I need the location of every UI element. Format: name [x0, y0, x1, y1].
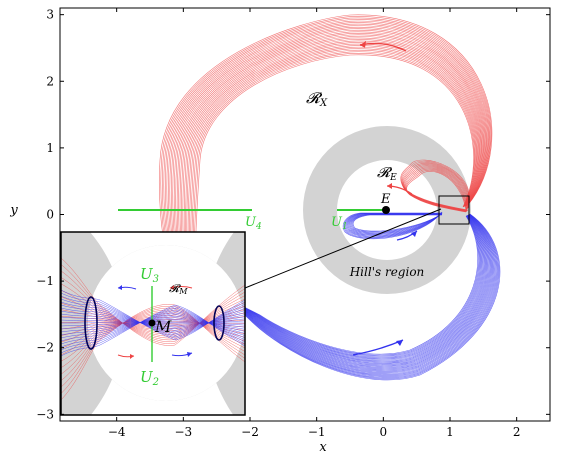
red-tube-curve [176, 33, 484, 271]
x-axis-label: x [319, 440, 327, 455]
inset-arrow-4-head [187, 352, 192, 357]
label-u4: U4 [245, 215, 262, 232]
red-tube-curve [168, 23, 488, 271]
red-tube-curve [190, 48, 477, 271]
moon-marker [148, 319, 156, 327]
red-tube-curve [187, 45, 478, 271]
inset: U3 U2 𝓡M M [60, 231, 246, 416]
red-tube-curve [181, 37, 482, 271]
y-tick-label: −2 [36, 341, 54, 355]
blue-manifold-tube [219, 211, 501, 381]
arrow-blue-inner-head [411, 231, 417, 237]
inset-red-curve [61, 270, 245, 343]
inset-red-curve [61, 257, 245, 346]
inset-arrow-3-head [130, 354, 134, 359]
red-tube-curve [163, 19, 490, 271]
inset-arrow-2-head [170, 285, 174, 290]
red-tube-curve [159, 14, 493, 271]
arrow-re-head [387, 183, 392, 189]
label-u2: U2 [140, 368, 159, 388]
arrow-rx-head [360, 41, 366, 48]
x-tick-label: −2 [241, 425, 259, 439]
red-tube-curve [165, 20, 490, 271]
zoom-connector [244, 208, 442, 289]
label-hills-region: Hill's region [349, 265, 425, 279]
red-tube-curve [182, 39, 481, 271]
inset-red-curve [61, 277, 245, 341]
red-tube-curve [193, 53, 475, 271]
red-tube-curve [405, 170, 467, 213]
label-rx: 𝓡X [306, 89, 328, 109]
y-tick-label: 2 [46, 74, 54, 88]
red-tube-curve [170, 26, 487, 271]
inset-red-curve [61, 305, 245, 394]
x-tick-label: 1 [446, 425, 454, 439]
red-tube-curve [192, 51, 476, 271]
label-earth: E [380, 192, 391, 207]
red-tube-curve [178, 34, 483, 271]
red-tube-curve [194, 54, 474, 271]
red-tube-curve [179, 36, 483, 271]
red-tube-curve [404, 167, 467, 212]
y-tick-label: −1 [36, 274, 54, 288]
inset-red-curve [61, 311, 245, 375]
red-tube-curve [183, 40, 481, 271]
red-tube-curve [162, 17, 491, 271]
red-manifold-tube [159, 14, 493, 271]
red-tube-curve [160, 16, 492, 271]
x-tick-label: −1 [308, 425, 326, 439]
red-tube-curve [186, 43, 479, 271]
x-tick-label: −4 [108, 425, 126, 439]
y-tick-label: 3 [46, 8, 54, 22]
x-tick-label: 2 [513, 425, 521, 439]
y-tick-label: 0 [46, 208, 54, 222]
red-tube-curve [191, 50, 476, 271]
red-tube-curve [406, 171, 467, 213]
y-tick-label: −3 [36, 407, 54, 421]
label-moon: M [154, 317, 172, 336]
earth-marker [382, 206, 390, 214]
red-tube-curve [404, 166, 468, 212]
red-tube-curve [173, 30, 485, 271]
inset-red-curve [61, 309, 245, 381]
red-tube-curve [189, 46, 478, 271]
x-tick-label: 0 [380, 425, 388, 439]
y-axis-label: y [9, 203, 18, 218]
inset-red-curve [61, 307, 245, 388]
inset-red-curve [61, 304, 245, 401]
blue-tube-curve [229, 215, 478, 355]
inset-blue-curve [61, 304, 245, 357]
inset-red-curve [61, 315, 245, 362]
blue-tube-curve [352, 213, 443, 232]
arrow-blue-outer-head [396, 340, 403, 346]
red-tube-curve [169, 25, 488, 271]
lyapunov-orbit-l2 [213, 305, 225, 341]
red-tube-curve [185, 42, 480, 271]
inset-arrow-1-head [118, 285, 122, 290]
label-rm: 𝓡M [169, 282, 188, 296]
lyapunov-orbit-l1 [84, 296, 98, 350]
red-tube-curve [172, 28, 486, 271]
inset-frame [60, 231, 246, 416]
label-re: 𝓡E [377, 165, 397, 183]
x-tick-label: −3 [174, 425, 192, 439]
inset-red-curve [61, 264, 245, 344]
y-tick-label: 1 [46, 141, 54, 155]
axis-ticks: −4 −3 −2 −1 0 1 2 −3 −2 −1 0 1 2 3 [36, 8, 550, 439]
label-u1: U1 [331, 215, 348, 232]
label-u3: U3 [140, 265, 159, 285]
red-tube-curve [175, 31, 485, 271]
red-tube-curve [405, 168, 467, 212]
plot-content: 𝓡X 𝓡E E U1 U4 Hill's region [118, 14, 501, 381]
red-tube-curve [403, 165, 468, 212]
red-tube-curve [166, 22, 489, 271]
